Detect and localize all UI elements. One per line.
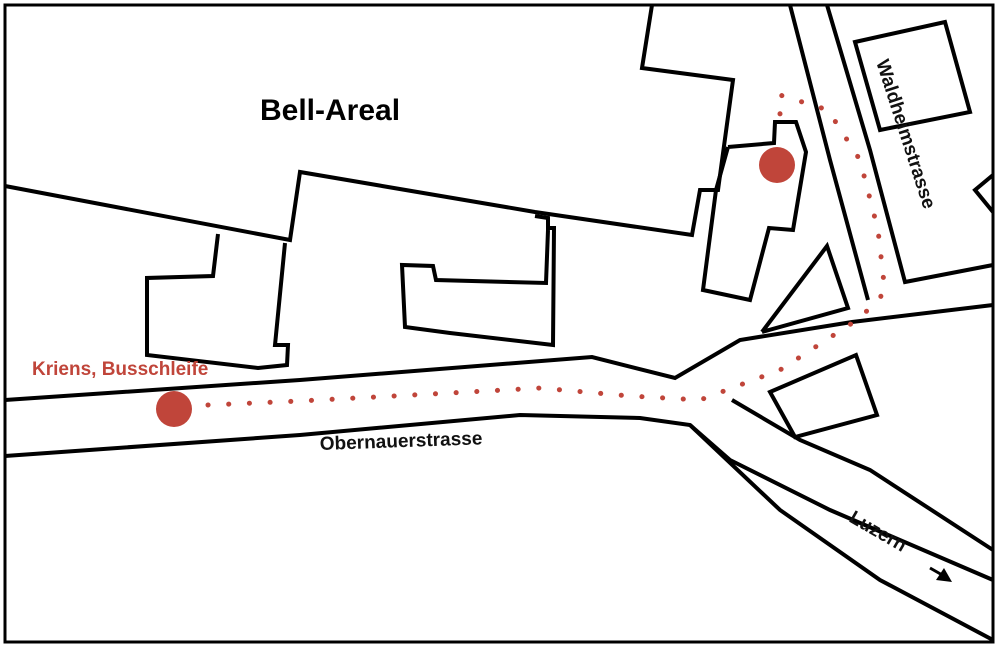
- circle-marker-icon: [156, 391, 192, 427]
- stop-label-kriens-busschleife: Kriens, Busschleife: [32, 359, 208, 380]
- building-central: [399, 214, 557, 348]
- map-frame: [3, 3, 995, 644]
- arrow-right-icon: [929, 566, 952, 582]
- building-west: [145, 233, 291, 371]
- parcel-triangle: [760, 241, 851, 334]
- road-waldheimstrasse-west-edge: [788, 4, 870, 301]
- parcel-bell-areal: [4, 4, 736, 243]
- road-luzern-edge: [730, 398, 995, 552]
- road-obernauerstrasse-south-edge: [4, 412, 994, 582]
- parcel-edge-right: [972, 173, 995, 214]
- road-waldheimstrasse-east-edge: [825, 4, 994, 285]
- building-upper-right: [852, 19, 973, 133]
- road-luzern-south-edge: [688, 423, 994, 642]
- building-south-junction: [767, 352, 880, 440]
- area-label-bell-areal: Bell-Areal: [260, 94, 400, 127]
- building-east: [700, 120, 809, 303]
- road-obernauerstrasse-north-edge: [4, 303, 994, 402]
- circle-marker-icon: [759, 147, 795, 183]
